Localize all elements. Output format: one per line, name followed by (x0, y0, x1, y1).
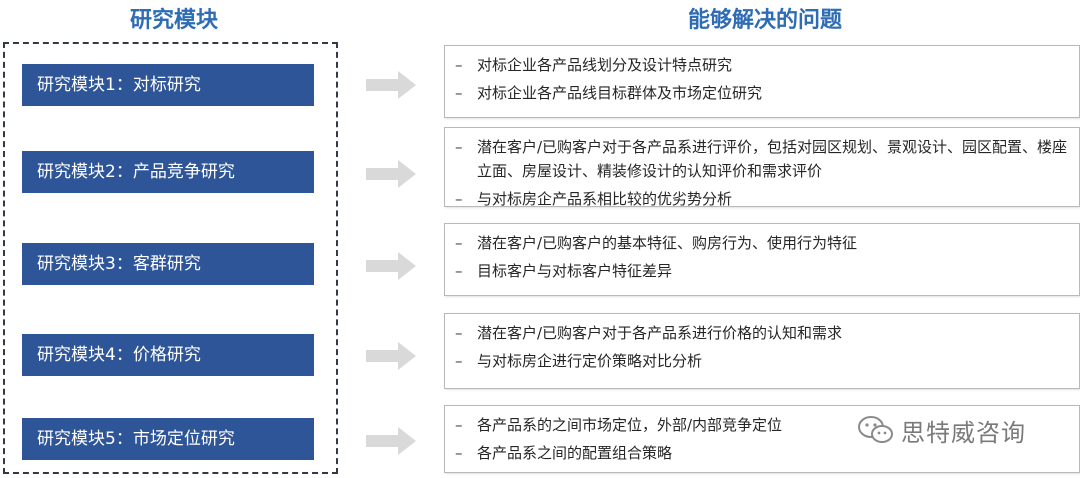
modules-frame (3, 42, 338, 474)
issue-item: –对标企业各产品线划分及设计特点研究 (455, 53, 1071, 77)
bullet-dash: – (455, 138, 463, 156)
issue-text: 潜在客户/已购客户对于各产品系进行评价，包括对园区规划、景观设计、园区配置、楼座… (477, 138, 1068, 180)
bullet-dash: – (455, 444, 463, 462)
issues-panel-2: –潜在客户/已购客户对于各产品系进行评价，包括对园区规划、景观设计、园区配置、楼… (444, 127, 1080, 208)
bullet-dash: – (455, 416, 463, 434)
issue-item: –各产品系的之间市场定位，外部/内部竞争定位 (455, 413, 1071, 437)
issue-text: 各产品系的之间市场定位，外部/内部竞争定位 (477, 416, 783, 434)
bullet-dash: – (455, 190, 463, 208)
issue-item: –潜在客户/已购客户的基本特征、购房行为、使用行为特征 (455, 231, 1071, 255)
module-1: 研究模块1：对标研究 (22, 64, 314, 106)
issue-item: –对标企业各产品线目标群体及市场定位研究 (455, 81, 1071, 105)
arrow-icon (366, 160, 416, 188)
watermark-text: 思特威咨询 (901, 418, 1026, 447)
module-5: 研究模块5：市场定位研究 (22, 418, 314, 460)
issue-text: 与对标房企产品系相比较的优劣势分析 (477, 190, 733, 208)
issues-header: 能够解决的问题 (687, 8, 842, 33)
issues-panel-5: –各产品系的之间市场定位，外部/内部竞争定位–各产品系之间的配置组合策略 (444, 405, 1080, 473)
issue-text: 各产品系之间的配置组合策略 (477, 444, 673, 462)
wechat-icon (858, 416, 893, 443)
arrow-icon (366, 342, 416, 370)
issue-text: 对标企业各产品线目标群体及市场定位研究 (477, 84, 763, 102)
bullet-dash: – (455, 352, 463, 370)
issue-item: –潜在客户/已购客户对于各产品系进行价格的认知和需求 (455, 321, 1071, 345)
issue-item: –与对标房企进行定价策略对比分析 (455, 349, 1071, 373)
issue-item: –目标客户与对标客户特征差异 (455, 259, 1071, 283)
arrow-icon (366, 427, 416, 455)
issue-text: 目标客户与对标客户特征差异 (477, 262, 673, 280)
issue-item: –各产品系之间的配置组合策略 (455, 441, 1071, 465)
arrow-icon (366, 71, 416, 99)
watermark: 思特威咨询 (857, 412, 1026, 448)
modules-header: 研究模块 (129, 8, 218, 33)
bullet-dash: – (455, 84, 463, 102)
bullet-dash: – (455, 324, 463, 342)
arrow-icon (366, 252, 416, 280)
issue-text: 潜在客户/已购客户的基本特征、购房行为、使用行为特征 (477, 234, 858, 252)
issue-text: 与对标房企进行定价策略对比分析 (477, 352, 703, 370)
issue-item: –潜在客户/已购客户对于各产品系进行评价，包括对园区规划、景观设计、园区配置、楼… (455, 135, 1071, 183)
module-4: 研究模块4：价格研究 (22, 334, 314, 376)
issue-item: –与对标房企产品系相比较的优劣势分析 (455, 187, 1071, 211)
issues-panel-3: –潜在客户/已购客户的基本特征、购房行为、使用行为特征–目标客户与对标客户特征差… (444, 223, 1080, 296)
issue-text: 对标企业各产品线划分及设计特点研究 (477, 56, 733, 74)
bullet-dash: – (455, 234, 463, 252)
issue-text: 潜在客户/已购客户对于各产品系进行价格的认知和需求 (477, 324, 843, 342)
bullet-dash: – (455, 262, 463, 280)
issues-panel-4: –潜在客户/已购客户对于各产品系进行价格的认知和需求–与对标房企进行定价策略对比… (444, 313, 1080, 389)
module-2: 研究模块2：产品竞争研究 (22, 151, 314, 193)
issues-panel-1: –对标企业各产品线划分及设计特点研究–对标企业各产品线目标群体及市场定位研究 (444, 45, 1080, 118)
bullet-dash: – (455, 56, 463, 74)
module-3: 研究模块3：客群研究 (22, 243, 314, 285)
